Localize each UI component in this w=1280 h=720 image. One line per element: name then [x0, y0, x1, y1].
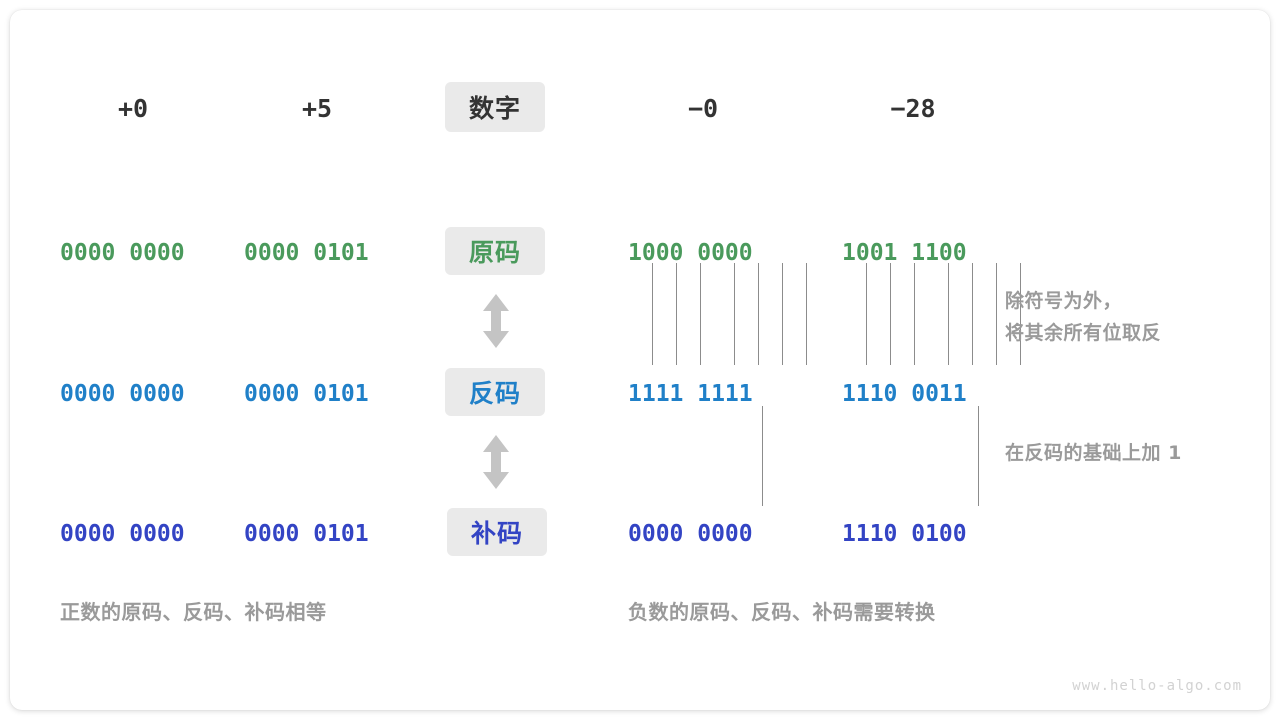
twos-complement-bits-plus-five: 0000 0101 [244, 521, 369, 547]
invert-connector-line [948, 263, 949, 365]
number-value-minus-zero: −0 [687, 94, 719, 123]
add-one-connector-line [978, 406, 979, 506]
invert-connector-line [996, 263, 997, 365]
twos-complement-bits-minus-zero: 0000 0000 [628, 521, 753, 547]
row-label-twos-complement: 补码 [447, 508, 547, 556]
row-label-ones-complement: 反码 [445, 368, 545, 416]
invert-connector-line [758, 263, 759, 365]
ones-complement-bits-plus-zero: 0000 0000 [60, 381, 185, 407]
invert-connector-line [734, 263, 735, 365]
invert-connector-line [782, 263, 783, 365]
diagram-stage: +0 +5 数字 −0 −28 0000 0000 0000 0101 原码 1… [10, 10, 1270, 710]
number-value-minus-twentyeight: −28 [890, 94, 936, 123]
number-value-plus-zero: +0 [117, 94, 149, 123]
double-arrow-icon-ones-to-twos [479, 434, 513, 490]
invert-connector-line [676, 263, 677, 365]
ones-complement-bits-plus-five: 0000 0101 [244, 381, 369, 407]
invert-connector-line [866, 263, 867, 365]
double-arrow-icon-sign-to-ones [479, 293, 513, 349]
add-one-connector-line [762, 406, 763, 506]
sign-magnitude-bits-minus-twentyeight: 1001 1100 [842, 240, 967, 266]
twos-complement-bits-plus-zero: 0000 0000 [60, 521, 185, 547]
sign-magnitude-bits-minus-zero: 1000 0000 [628, 240, 753, 266]
ones-complement-bits-minus-zero: 1111 1111 [628, 381, 753, 407]
caption-negative: 负数的原码、反码、补码需要转换 [628, 600, 936, 624]
invert-connector-line [700, 263, 701, 365]
invert-connector-line [806, 263, 807, 365]
invert-connector-line [1020, 263, 1021, 365]
sign-magnitude-bits-plus-zero: 0000 0000 [60, 240, 185, 266]
invert-connector-line [890, 263, 891, 365]
row-label-number: 数字 [445, 82, 545, 132]
watermark-url: www.hello-algo.com [1072, 678, 1242, 694]
row-label-sign-magnitude: 原码 [445, 227, 545, 275]
figure-card: +0 +5 数字 −0 −28 0000 0000 0000 0101 原码 1… [10, 10, 1270, 710]
invert-connector-line [652, 263, 653, 365]
twos-complement-bits-minus-twentyeight: 1110 0100 [842, 521, 967, 547]
ones-complement-bits-minus-twentyeight: 1110 0011 [842, 381, 967, 407]
invert-connector-line [914, 263, 915, 365]
annotation-invert-rule: 除符号为外， 将其余所有位取反 [1005, 290, 1162, 344]
number-value-plus-five: +5 [301, 94, 333, 123]
sign-magnitude-bits-plus-five: 0000 0101 [244, 240, 369, 266]
invert-connector-line [972, 263, 973, 365]
caption-positive: 正数的原码、反码、补码相等 [60, 600, 327, 624]
annotation-add-one-rule: 在反码的基础上加 1 [1005, 442, 1182, 464]
